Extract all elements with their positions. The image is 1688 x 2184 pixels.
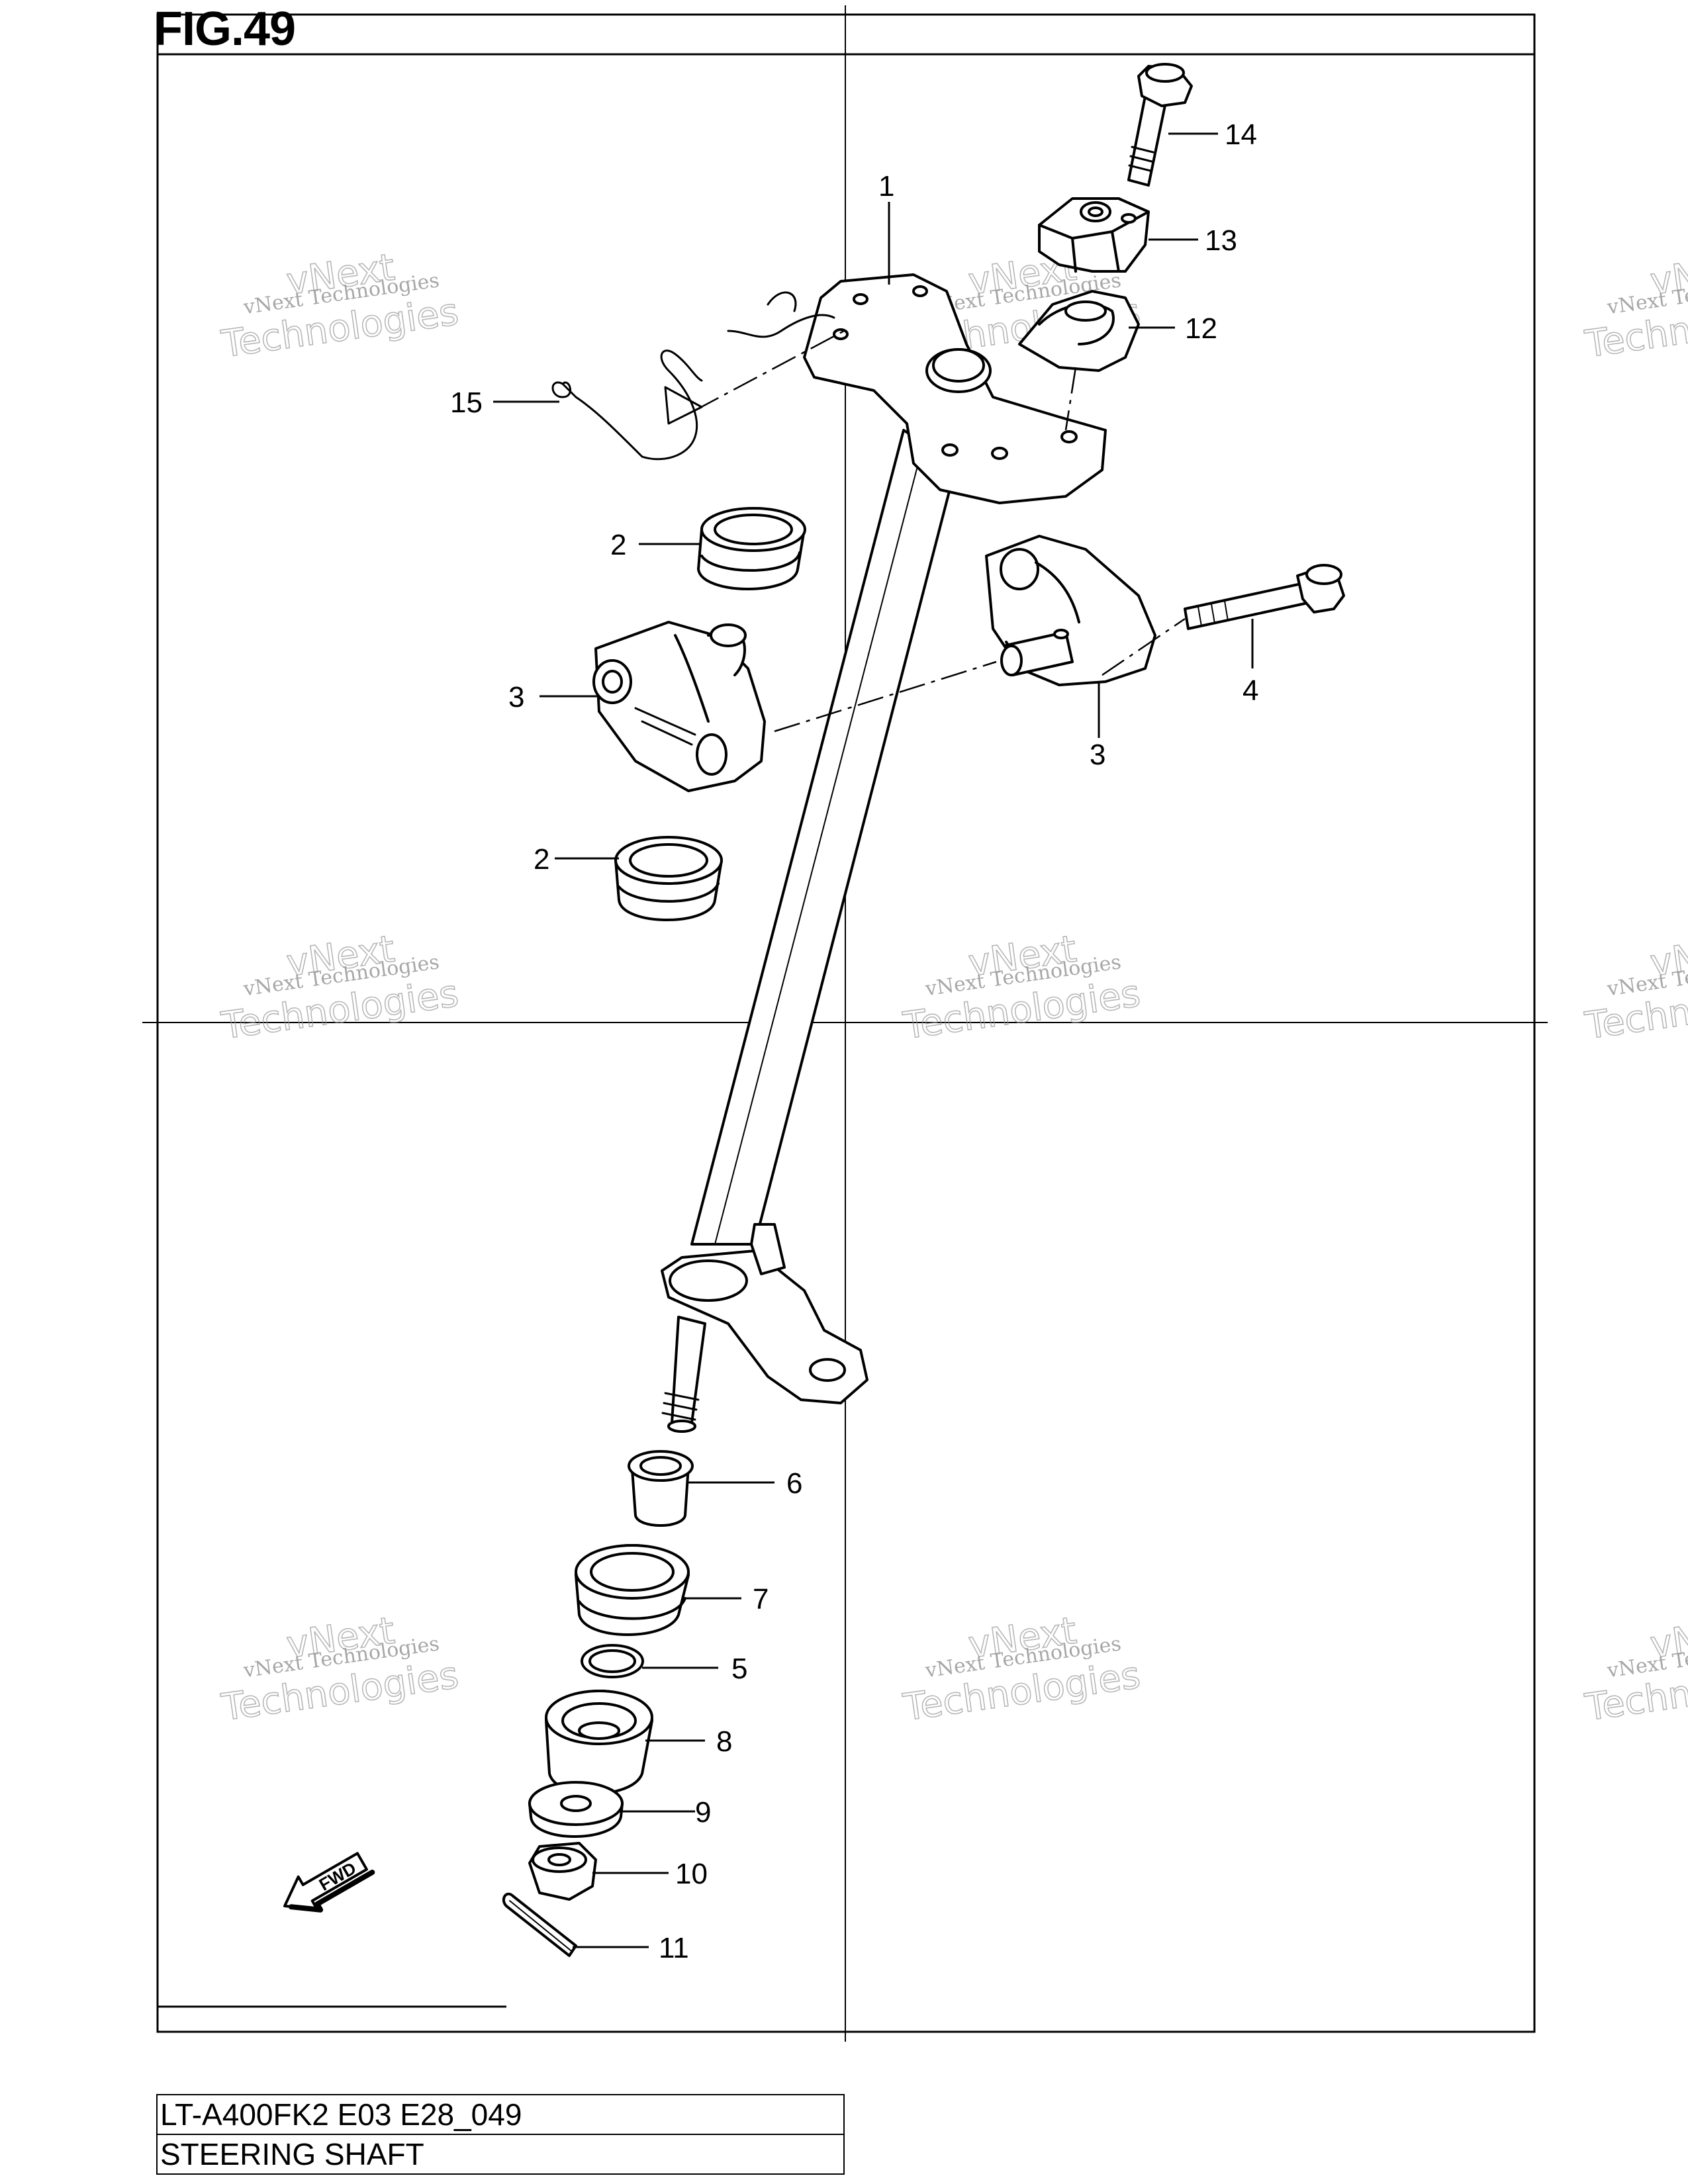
callout-11: 11 — [659, 1932, 689, 1964]
callout-15: 15 — [450, 387, 483, 419]
part-1-steering-shaft — [661, 273, 1107, 1433]
callout-10: 10 — [675, 1858, 708, 1890]
part-3-right-clamp — [985, 535, 1156, 686]
part-9-washer — [528, 1781, 624, 1838]
watermark-text: vNext — [1648, 1610, 1688, 1667]
callout-9: 9 — [695, 1796, 711, 1829]
callout-5: 5 — [731, 1653, 747, 1685]
watermark-text: vNext — [1648, 928, 1688, 985]
callout-2-upper: 2 — [610, 529, 626, 561]
callout-14: 14 — [1225, 118, 1257, 151]
assembly-name-box: STEERING SHAFT — [156, 2134, 845, 2175]
part-15-clip — [551, 291, 835, 461]
part-7-bearing — [575, 1544, 690, 1636]
callout-1: 1 — [878, 170, 894, 203]
part-4-bolt — [1184, 564, 1345, 630]
parts: FWD — [283, 63, 1345, 1957]
part-12-lower-holder — [1018, 290, 1140, 372]
assembly-lines — [694, 330, 1186, 733]
part-5-o-ring — [581, 1644, 644, 1678]
callout-6: 6 — [786, 1467, 802, 1500]
watermark-text: vNext — [1648, 246, 1688, 304]
part-13-upper-holder — [1038, 197, 1150, 273]
callout-12: 12 — [1185, 312, 1217, 345]
part-3-left-clamp — [592, 621, 766, 792]
fwd-arrow-icon: FWD — [283, 1852, 375, 1913]
callout-8: 8 — [716, 1725, 732, 1758]
figure-title: FIG.49 — [154, 3, 296, 56]
part-11-cotter-pin — [502, 1892, 577, 1957]
part-2-lower-bushing — [614, 836, 723, 921]
part-2-upper-bushing — [697, 507, 806, 590]
leader-lines — [493, 132, 1254, 1948]
callout-7: 7 — [753, 1583, 769, 1615]
callout-3-right: 3 — [1090, 739, 1105, 771]
callout-13: 13 — [1205, 224, 1237, 257]
callout-4: 4 — [1243, 674, 1258, 707]
callout-2-lower: 2 — [534, 843, 549, 876]
part-6-bushing — [628, 1450, 694, 1527]
part-14-bolt — [1127, 63, 1193, 187]
part-10-nut — [528, 1842, 597, 1901]
part-8-seal — [545, 1690, 653, 1795]
model-code-box: LT-A400FK2 E03 E28_049 — [156, 2094, 845, 2135]
callout-3-left: 3 — [508, 681, 524, 713]
callout-labels: 1 2 2 3 3 4 5 6 7 8 9 10 11 12 13 14 15 — [450, 118, 1258, 1964]
